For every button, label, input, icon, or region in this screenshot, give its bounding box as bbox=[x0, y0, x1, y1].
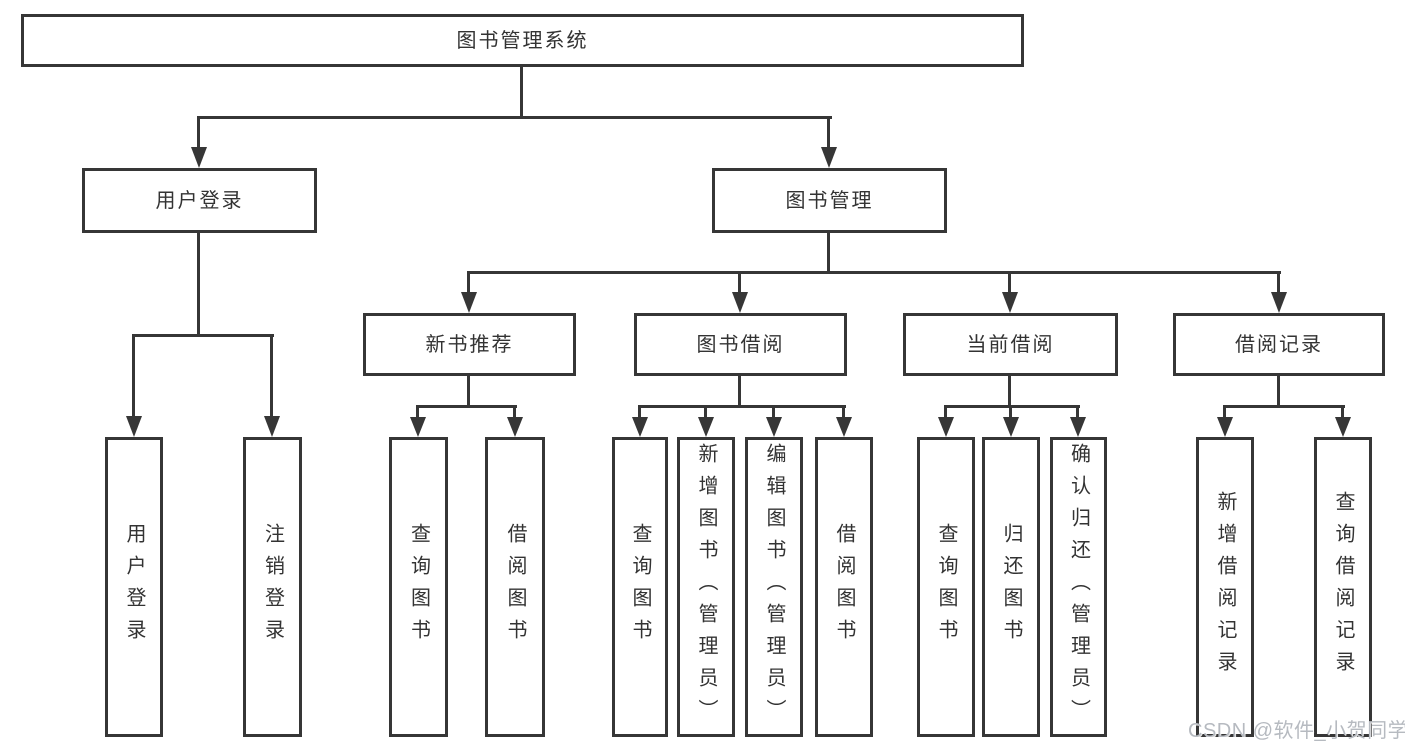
node-current-borrow-label: 当前借阅 bbox=[966, 333, 1055, 356]
leaf-book-borrow-add: 新增图书（管理员） bbox=[677, 437, 735, 737]
connector-current-borrow-bus bbox=[944, 405, 1080, 408]
leaf-user-login: 用户登录 bbox=[105, 437, 163, 737]
node-user-login-label: 用户登录 bbox=[155, 189, 244, 212]
leaf-current-borrow-query-label: 查询图书 bbox=[935, 523, 957, 651]
arrowhead-down-icon bbox=[938, 417, 954, 437]
connector-new-book-branch-2 bbox=[513, 405, 516, 418]
connector-user-login-bus bbox=[132, 334, 274, 337]
leaf-new-book-query: 查询图书 bbox=[389, 437, 448, 737]
leaf-current-borrow-return: 归还图书 bbox=[982, 437, 1040, 737]
leaf-user-login-label: 用户登录 bbox=[123, 523, 145, 651]
connector-current-borrow-branch-3 bbox=[1076, 405, 1079, 418]
connector-book-mgmt-branch-3 bbox=[1008, 271, 1011, 293]
connector-book-mgmt-branch-2 bbox=[738, 271, 741, 293]
connector-borrow-record-bus bbox=[1223, 405, 1345, 408]
connector-new-book-stem bbox=[467, 376, 470, 405]
leaf-borrow-record-query-label: 查询借阅记录 bbox=[1332, 491, 1354, 683]
connector-book-mgmt-branch-4 bbox=[1277, 271, 1280, 293]
connector-book-borrow-branch-2 bbox=[704, 405, 707, 418]
connector-book-mgmt-stem bbox=[827, 233, 830, 271]
arrowhead-down-icon bbox=[821, 147, 837, 168]
leaf-borrow-record-add-label: 新增借阅记录 bbox=[1214, 491, 1236, 683]
leaf-new-book-borrow-label: 借阅图书 bbox=[504, 523, 526, 651]
leaf-user-logout-label: 注销登录 bbox=[261, 523, 284, 651]
arrowhead-down-icon bbox=[836, 417, 852, 437]
leaf-current-borrow-confirm: 确认归还（管理员） bbox=[1050, 437, 1107, 737]
connector-user-login-stem bbox=[197, 233, 200, 337]
leaf-current-borrow-confirm-label: 确认归还（管理员） bbox=[1067, 443, 1090, 731]
connector-book-borrow-bus bbox=[638, 405, 846, 408]
arrowhead-down-icon bbox=[126, 416, 142, 437]
arrowhead-down-icon bbox=[1271, 292, 1287, 313]
connector-new-book-branch-1 bbox=[416, 405, 419, 418]
arrowhead-down-icon bbox=[632, 417, 648, 437]
connector-book-borrow-branch-1 bbox=[638, 405, 641, 418]
connector-book-borrow-branch-4 bbox=[842, 405, 845, 418]
node-current-borrow: 当前借阅 bbox=[903, 313, 1118, 376]
connector-book-borrow-branch-3 bbox=[772, 405, 775, 418]
node-book-mgmt-label: 图书管理 bbox=[785, 189, 874, 212]
arrowhead-down-icon bbox=[1217, 417, 1233, 437]
connector-root-stem bbox=[520, 67, 523, 116]
node-root: 图书管理系统 bbox=[21, 14, 1024, 67]
connector-book-mgmt-bus bbox=[467, 271, 1281, 274]
connector-current-borrow-branch-1 bbox=[944, 405, 947, 418]
leaf-book-borrow-lend-label: 借阅图书 bbox=[833, 523, 855, 651]
connector-current-borrow-branch-2 bbox=[1009, 405, 1012, 418]
connector-root-bus bbox=[197, 116, 832, 119]
node-book-mgmt: 图书管理 bbox=[712, 168, 947, 233]
connector-borrow-record-stem bbox=[1277, 376, 1280, 405]
arrowhead-down-icon bbox=[1070, 417, 1086, 437]
node-root-label: 图书管理系统 bbox=[456, 29, 589, 52]
arrowhead-down-icon bbox=[1335, 417, 1351, 437]
arrowhead-down-icon bbox=[1003, 417, 1019, 437]
leaf-book-borrow-edit: 编辑图书（管理员） bbox=[745, 437, 803, 737]
leaf-book-borrow-edit-label: 编辑图书（管理员） bbox=[763, 443, 785, 731]
node-borrow-record: 借阅记录 bbox=[1173, 313, 1385, 376]
connector-root-branch-right bbox=[827, 116, 830, 148]
connector-user-login-branch-1 bbox=[132, 334, 135, 417]
leaf-book-borrow-query-label: 查询图书 bbox=[629, 523, 651, 651]
arrowhead-down-icon bbox=[732, 292, 748, 313]
leaf-book-borrow-add-label: 新增图书（管理员） bbox=[695, 443, 717, 731]
arrowhead-down-icon bbox=[410, 417, 426, 437]
connector-new-book-bus bbox=[416, 405, 517, 408]
connector-user-login-branch-2 bbox=[270, 334, 273, 417]
leaf-new-book-borrow: 借阅图书 bbox=[485, 437, 545, 737]
leaf-book-borrow-query: 查询图书 bbox=[612, 437, 668, 737]
connector-book-borrow-stem bbox=[738, 376, 741, 405]
node-user-login: 用户登录 bbox=[82, 168, 317, 233]
node-book-borrow-label: 图书借阅 bbox=[696, 333, 785, 356]
leaf-new-book-query-label: 查询图书 bbox=[407, 523, 430, 651]
node-borrow-record-label: 借阅记录 bbox=[1235, 333, 1323, 356]
arrowhead-down-icon bbox=[698, 417, 714, 437]
arrowhead-down-icon bbox=[191, 147, 207, 168]
connector-root-branch-left bbox=[197, 116, 200, 148]
connector-borrow-record-branch-1 bbox=[1223, 405, 1226, 418]
leaf-user-logout: 注销登录 bbox=[243, 437, 302, 737]
leaf-current-borrow-query: 查询图书 bbox=[917, 437, 975, 737]
node-new-book-label: 新书推荐 bbox=[425, 333, 514, 356]
csdn-watermark: CSDN @软件_小贺同学 bbox=[1188, 720, 1405, 742]
connector-book-mgmt-branch-1 bbox=[467, 271, 470, 293]
arrowhead-down-icon bbox=[264, 416, 280, 437]
node-new-book: 新书推荐 bbox=[363, 313, 576, 376]
leaf-borrow-record-query: 查询借阅记录 bbox=[1314, 437, 1372, 737]
connector-current-borrow-stem bbox=[1008, 376, 1011, 405]
connector-borrow-record-branch-2 bbox=[1341, 405, 1344, 418]
leaf-book-borrow-lend: 借阅图书 bbox=[815, 437, 873, 737]
arrowhead-down-icon bbox=[507, 417, 523, 437]
arrowhead-down-icon bbox=[1002, 292, 1018, 313]
arrowhead-down-icon bbox=[461, 292, 477, 313]
leaf-current-borrow-return-label: 归还图书 bbox=[1000, 523, 1022, 651]
arrowhead-down-icon bbox=[766, 417, 782, 437]
leaf-borrow-record-add: 新增借阅记录 bbox=[1196, 437, 1254, 737]
node-book-borrow: 图书借阅 bbox=[634, 313, 847, 376]
